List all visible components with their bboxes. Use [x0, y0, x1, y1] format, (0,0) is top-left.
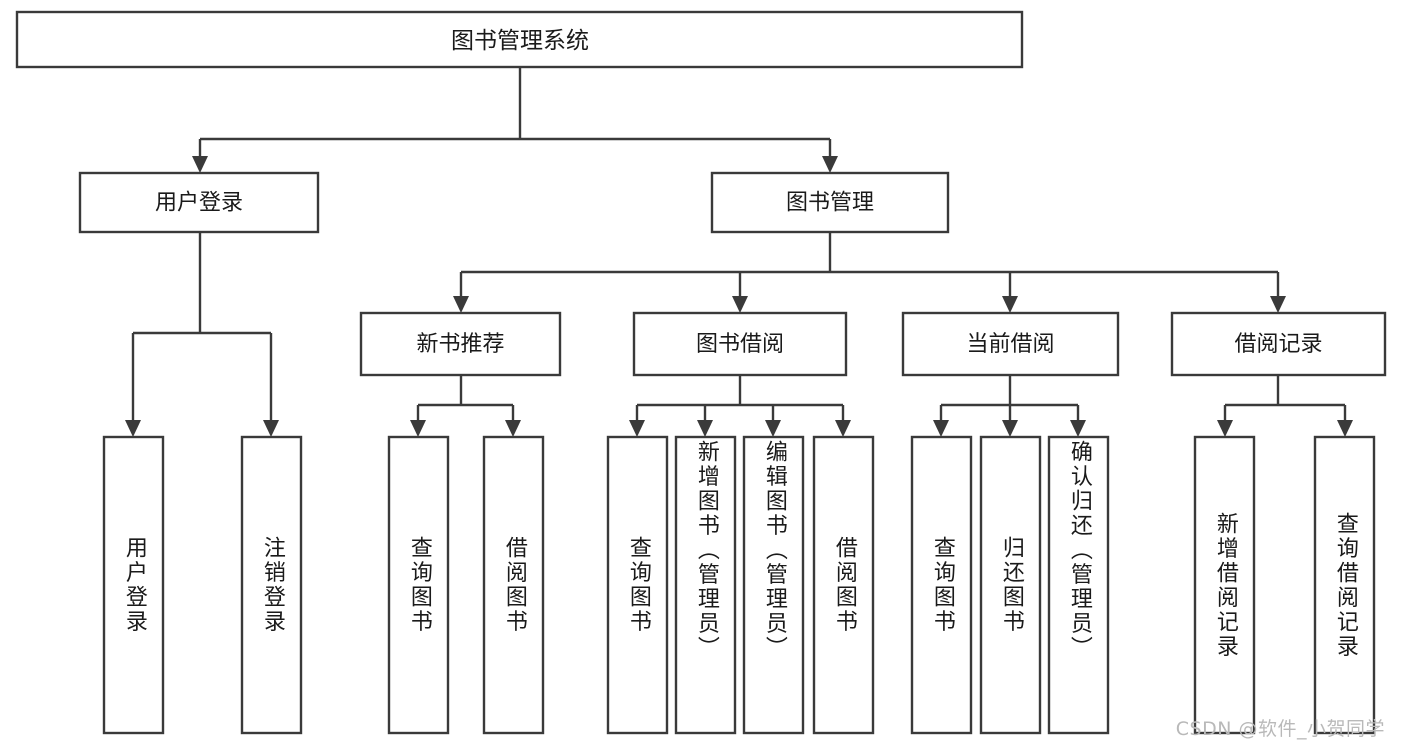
arrow-head-leaf-add-record [1217, 420, 1233, 437]
node-book-borrow-box[interactable] [632, 311, 848, 377]
leaf-box-group [102, 435, 1376, 735]
node-book-manage-label: 图书管理 [786, 191, 874, 216]
node-current-borrow[interactable]: 当前借阅 [901, 311, 1120, 377]
node-leaf-logout-box[interactable] [240, 435, 303, 735]
node-root[interactable]: 图书管理系统 [15, 10, 1024, 69]
arrow-head-leaf-query-book-1 [410, 420, 426, 437]
arrow-head-leaf-logout [263, 420, 279, 437]
connector-group-book-borrow [629, 375, 851, 437]
node-leaf-return-book-box[interactable] [979, 435, 1042, 735]
connector-group-root [192, 67, 838, 173]
node-leaf-user-login-box[interactable] [102, 435, 165, 735]
arrow-head-leaf-query-record [1337, 420, 1353, 437]
arrow-head-leaf-query-book-2 [629, 420, 645, 437]
node-root-box[interactable] [15, 10, 1024, 69]
node-book-manage[interactable]: 图书管理 [710, 171, 950, 234]
node-borrow-record-label: 借阅记录 [1234, 332, 1322, 357]
node-user-login-box[interactable] [78, 171, 320, 234]
arrow-head-leaf-borrow-book-2 [835, 420, 851, 437]
node-leaf-add-record-box[interactable] [1193, 435, 1256, 735]
node-current-borrow-label: 当前借阅 [966, 332, 1054, 357]
node-leaf-confirm-return-box[interactable] [1047, 435, 1110, 735]
arrow-head-leaf-query-book-3 [933, 420, 949, 437]
node-leaf-query-book-1-box[interactable] [387, 435, 450, 735]
node-leaf-query-book-3-box[interactable] [910, 435, 973, 735]
arrow-head-new-book-recommend [453, 296, 469, 313]
connector-group-current-borrow [933, 375, 1086, 437]
arrow-head-borrow-record [1270, 296, 1286, 313]
node-borrow-record[interactable]: 借阅记录 [1170, 311, 1387, 377]
node-leaf-edit-book-box[interactable] [742, 435, 805, 735]
arrow-head-user-login [192, 156, 208, 173]
connector-group-borrow-record [1217, 375, 1353, 437]
node-book-manage-box[interactable] [710, 171, 950, 234]
node-root-label: 图书管理系统 [451, 28, 589, 54]
node-new-book-recommend-box[interactable] [359, 311, 562, 377]
arrow-head-leaf-confirm-return [1070, 420, 1086, 437]
node-leaf-borrow-book-2-box[interactable] [812, 435, 875, 735]
arrow-head-book-manage [822, 156, 838, 173]
node-current-borrow-box[interactable] [901, 311, 1120, 377]
node-leaf-borrow-book-1-box[interactable] [482, 435, 545, 735]
node-user-login[interactable]: 用户登录 [78, 171, 320, 234]
node-new-book-recommend[interactable]: 新书推荐 [359, 311, 562, 377]
arrow-head-leaf-add-book [697, 420, 713, 437]
arrow-head-leaf-borrow-book-1 [505, 420, 521, 437]
arrow-head-leaf-edit-book [765, 420, 781, 437]
connector-group-book-manage [453, 232, 1286, 313]
node-leaf-add-book-box[interactable] [674, 435, 737, 735]
node-leaf-query-book-2-box[interactable] [606, 435, 669, 735]
node-book-borrow-label: 图书借阅 [696, 332, 784, 357]
node-leaf-query-record-box[interactable] [1313, 435, 1376, 735]
arrow-head-book-borrow [732, 296, 748, 313]
node-user-login-label: 用户登录 [155, 191, 243, 216]
node-borrow-record-box[interactable] [1170, 311, 1387, 377]
connector-group-user-login [125, 232, 279, 437]
arrow-head-leaf-user-login [125, 420, 141, 437]
node-book-borrow[interactable]: 图书借阅 [632, 311, 848, 377]
node-new-book-recommend-label: 新书推荐 [416, 332, 504, 357]
arrow-head-leaf-return-book [1002, 420, 1018, 437]
connector-group-new-book-recommend [410, 375, 521, 437]
arrow-head-current-borrow [1002, 296, 1018, 313]
